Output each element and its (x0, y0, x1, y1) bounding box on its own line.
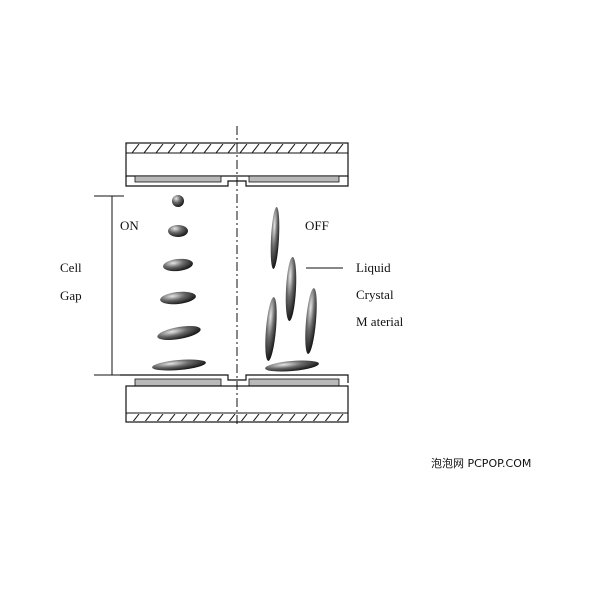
bottom-electrode-left (134, 378, 222, 387)
top-electrode-left (134, 175, 222, 183)
label-cell: Cell (60, 260, 82, 275)
label-crystal: Crystal (356, 287, 394, 302)
lc-molecule (270, 207, 280, 269)
lc-molecule (157, 325, 201, 341)
cell-gap-bracket (94, 195, 124, 376)
bottom-alignment-layer (120, 374, 349, 383)
label-off: OFF (305, 218, 329, 233)
lc-molecule (168, 225, 188, 237)
lc-molecule (172, 195, 184, 207)
label-on: ON (120, 218, 139, 233)
lc-molecule (265, 297, 277, 361)
lc-molecule (285, 257, 297, 321)
lc-molecule (305, 288, 317, 354)
lc-molecule (265, 360, 319, 372)
lc-molecule (160, 291, 196, 305)
lc-molecule (152, 359, 206, 371)
label-liquid: Liquid (356, 260, 391, 275)
top-electrode-right (248, 175, 340, 183)
bottom-electrode-right (248, 378, 340, 387)
lc-molecule (163, 258, 193, 272)
on-state-molecules (152, 195, 206, 371)
label-material: M aterial (356, 314, 404, 329)
bottom-substrate (120, 374, 349, 423)
off-state-molecules (265, 207, 319, 372)
watermark: 泡泡网 PCPOP.COM (431, 456, 531, 470)
label-gap: Gap (60, 288, 82, 303)
